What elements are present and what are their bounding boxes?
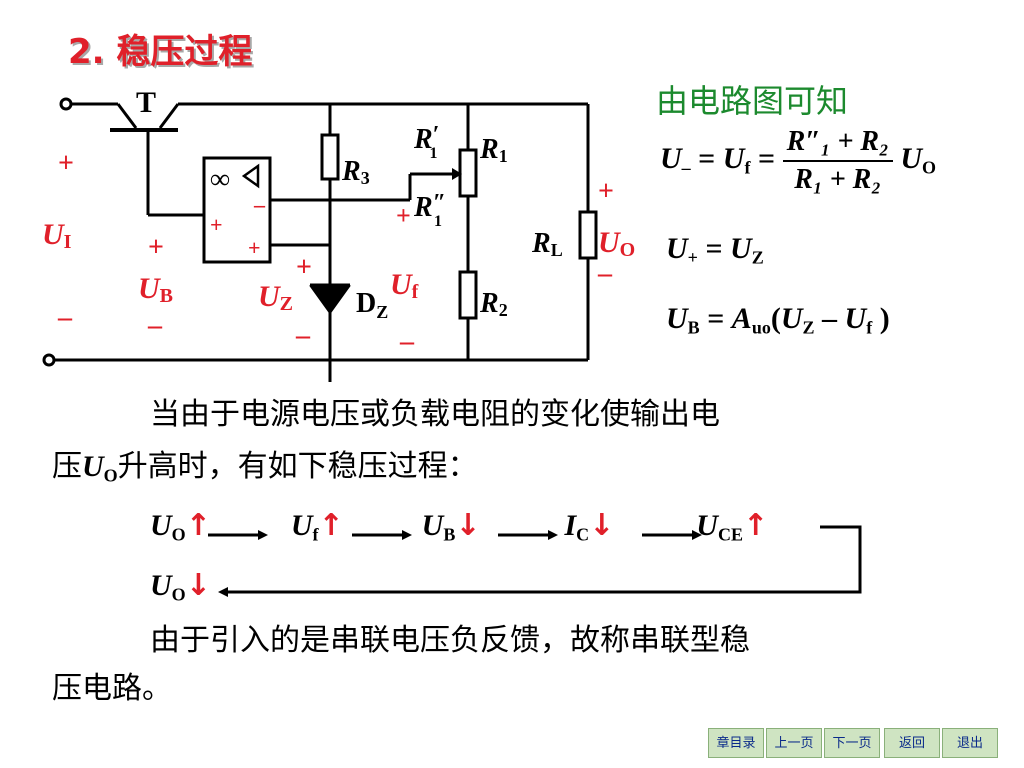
r3-label: R3 — [341, 156, 370, 188]
ub-label: UB — [138, 272, 173, 307]
chapter-index-button[interactable]: 章目录 — [708, 728, 764, 758]
r2-label: R2 — [479, 288, 508, 320]
uo-plus-sign: + — [598, 176, 614, 207]
ui-plus-sign: + — [58, 148, 74, 179]
uz-label: UZ — [258, 280, 293, 315]
dz-label: DZ — [356, 288, 388, 322]
analysis-heading: 由电路图可知 — [656, 82, 849, 120]
uf-label: Uf — [390, 268, 419, 303]
chain-item: IC↓ — [564, 508, 615, 545]
regulation-chain: UO↑ Uf↑ UB↓ IC↓ UCE↑ — [150, 508, 768, 545]
opamp-infinity: ∞ — [210, 164, 230, 195]
circuit-diagram: T ∞ – + + R3 R′1 R1 + R″1 RL R2 DZ + UI … — [42, 86, 635, 382]
regulation-result: UO↓ — [150, 568, 211, 605]
opamp-plus-sign-inner: + — [210, 212, 223, 237]
paragraph-conclusion-line1: 由于引入的是串联电压负反馈，故称串联型稳 — [150, 623, 750, 658]
ui-minus-sign: – — [57, 302, 73, 333]
next-page-button[interactable]: 下一页 — [824, 728, 880, 758]
r1-label: R1 — [479, 134, 508, 166]
uo-minus-sign: – — [597, 258, 613, 289]
r1-double-prime-label: R″1 — [413, 190, 446, 230]
exit-button[interactable]: 退出 — [942, 728, 998, 758]
r1-prime-label: R′1 — [413, 122, 439, 162]
uf-minus-sign: – — [399, 326, 415, 357]
chain-item: UB↓ — [421, 508, 481, 545]
paragraph-intro-line1: 当由于电源电压或负载电阻的变化使输出电 — [150, 397, 720, 432]
chain-item: UCE↑ — [696, 508, 769, 545]
chain-direction-arrow: ↑ — [185, 508, 211, 543]
paragraph-intro-line2: 压UO升高时，有如下稳压过程： — [52, 449, 478, 486]
uz-plus-sign: + — [296, 252, 312, 283]
ui-label: UI — [42, 218, 72, 253]
chain-direction-arrow: ↓ — [589, 508, 615, 543]
rl-label: RL — [531, 228, 563, 260]
ub-minus-sign: – — [147, 310, 163, 341]
prev-page-button[interactable]: 上一页 — [766, 728, 822, 758]
chain-direction-arrow: ↑ — [742, 508, 769, 543]
r1-double-prime-plus: + — [396, 201, 411, 230]
transistor-label: T — [136, 86, 156, 119]
chain-direction-arrow: ↓ — [455, 508, 481, 543]
chain-item: UO↑ — [150, 508, 211, 545]
opamp-minus-sign: – — [253, 192, 266, 217]
chain-direction-arrow: ↑ — [318, 508, 344, 543]
equation-ub: UB = Auo(UZ – Uf ) — [666, 302, 890, 338]
equation-u-plus: U+ = UZ — [666, 232, 764, 268]
opamp-plus-sign: + — [248, 235, 261, 260]
chain-item: Uf↑ — [290, 508, 344, 545]
page-title: 2. 稳压过程 — [68, 32, 253, 72]
uz-minus-sign: – — [295, 320, 311, 351]
equation-u-minus: U– = Uf = R″₁ + R₂ R₁ + R₂ UO — [660, 126, 937, 195]
paragraph-conclusion-line2: 压电路。 — [52, 671, 172, 706]
ub-plus-sign: + — [148, 232, 164, 263]
uo-label: UO — [598, 226, 635, 261]
back-button[interactable]: 返回 — [884, 728, 940, 758]
chain-feedback-arrows — [208, 525, 862, 597]
